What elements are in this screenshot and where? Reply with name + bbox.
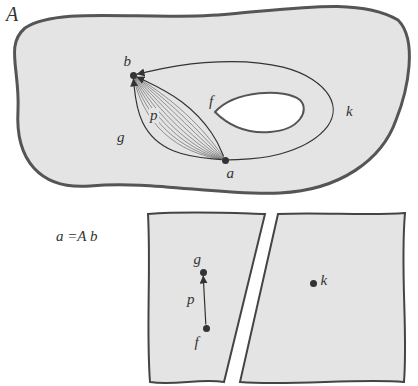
space-name: A (6, 4, 18, 24)
surface-hole (215, 93, 304, 133)
path-connector (137, 77, 224, 157)
homotopy-hatching (133, 75, 225, 160)
path-label: g (116, 130, 126, 145)
point: a (222, 157, 229, 164)
point-label: f (195, 335, 199, 350)
homotopy-hatching (133, 75, 225, 160)
component-panel (240, 213, 405, 383)
point: k (310, 280, 317, 287)
homotopy-hatching (133, 75, 225, 160)
path-connector (137, 62, 334, 160)
path-connector (203, 276, 206, 325)
homotopy-hatching (133, 75, 225, 160)
path-connector (133, 79, 221, 160)
homotopy-hatching (133, 75, 225, 160)
point-label: a (227, 166, 235, 181)
point: g (200, 269, 207, 276)
point: b (130, 72, 137, 79)
surface-outline (14, 6, 409, 193)
homotopy-hatching (133, 75, 225, 160)
point-label: k (321, 273, 328, 288)
point-label: g (194, 252, 202, 267)
homotopy-hatching (133, 75, 225, 160)
point-label: b (124, 54, 132, 69)
path-label: p (186, 292, 196, 307)
identity-type-label: a =A b (56, 229, 98, 244)
path-label: k (345, 104, 354, 119)
homotopy-hatching (133, 75, 225, 160)
homotopy-hatching (133, 75, 225, 160)
homotopy-label: p (149, 108, 159, 123)
point: f (203, 325, 210, 332)
path-label: f (208, 94, 214, 109)
